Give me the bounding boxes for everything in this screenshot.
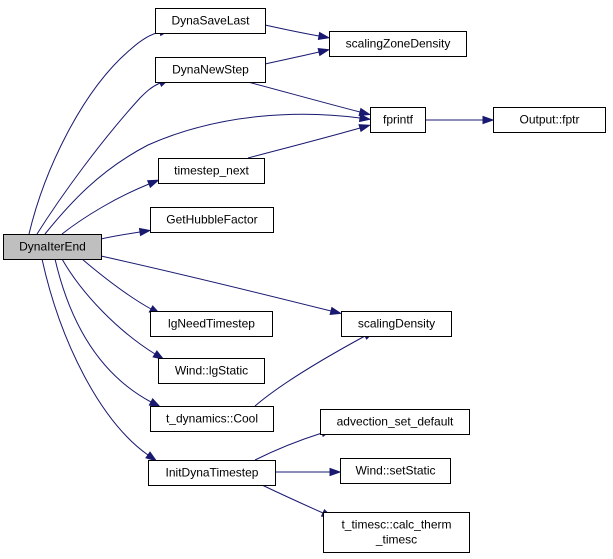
node-label: fprintf	[383, 113, 414, 127]
node-label: scalingZoneDensity	[346, 37, 451, 51]
node-box[interactable]	[155, 57, 266, 83]
node-label: Wind::setStatic	[355, 464, 435, 478]
edge-arrowhead	[148, 398, 162, 408]
edge-fprintf-to-Output_fptr	[425, 115, 495, 125]
node-box[interactable]	[150, 311, 273, 337]
edge-t_dynamics_Cool-to-scalingDensity	[254, 330, 376, 407]
node-advection_set_default[interactable]: advection_set_default	[320, 409, 470, 435]
node-lgNeedTimestep[interactable]: lgNeedTimestep	[150, 311, 273, 337]
edge-timestep_next-to-fprintf	[247, 124, 372, 159]
node-label: advection_set_default	[337, 415, 454, 429]
node-box[interactable]	[341, 311, 452, 337]
node-label: Output::fptr	[519, 113, 579, 127]
node-box[interactable]	[150, 207, 274, 233]
edge-line	[28, 31, 161, 235]
node-label: t_timesc::calc_therm	[341, 518, 451, 532]
edge-line	[100, 231, 141, 240]
node-box[interactable]	[158, 358, 265, 384]
edge-DynaIterEnd-to-t_dynamics_Cool	[54, 258, 162, 408]
edge-DynaNewStep-to-fprintf	[247, 81, 372, 116]
node-GetHubbleFactor[interactable]: GetHubbleFactor	[150, 207, 274, 233]
edge-line	[247, 127, 361, 159]
node-label: GetHubbleFactor	[166, 213, 257, 227]
node-label: DynaSaveLast	[171, 14, 250, 28]
edge-arrowhead	[329, 306, 343, 315]
node-label: scalingDensity	[358, 317, 435, 331]
edge-arrowhead	[317, 31, 331, 41]
edge-line	[61, 183, 150, 235]
node-label: DynaIterEnd	[19, 240, 86, 254]
node-t_dynamics_Cool[interactable]: t_dynamics::Cool	[150, 406, 274, 432]
edge-InitDynaTimestep-to-t_timesc_calc	[261, 484, 334, 518]
edge-DynaIterEnd-to-timestep_next	[61, 179, 160, 235]
edge-DynaIterEnd-to-Wind_lgStatic	[61, 258, 165, 361]
edge-line	[100, 255, 332, 312]
edge-line	[261, 484, 324, 514]
edge-arrowhead	[317, 48, 331, 57]
edge-arrowhead	[358, 113, 372, 123]
edge-arrowhead	[146, 179, 160, 189]
edge-line	[247, 81, 361, 113]
edge-arrowhead	[329, 467, 342, 477]
edge-line	[61, 258, 156, 355]
node-label: t_dynamics::Cool	[166, 412, 258, 426]
edges-layer	[28, 24, 495, 518]
node-label: InitDynaTimestep	[166, 466, 259, 480]
node-label: Wind::lgStatic	[175, 364, 248, 378]
node-box[interactable]	[3, 234, 102, 260]
node-box[interactable]	[148, 460, 276, 486]
node-DynaNewStep[interactable]: DynaNewStep	[155, 57, 266, 83]
edge-arrowhead	[358, 107, 372, 116]
edge-line	[36, 82, 161, 235]
node-timestep_next[interactable]: timestep_next	[158, 158, 265, 184]
edge-DynaSaveLast-to-scalingZoneDensity	[264, 24, 331, 41]
node-scalingZoneDensity[interactable]: scalingZoneDensity	[329, 31, 467, 57]
node-t_timesc_calc[interactable]: t_timesc::calc_therm_timesc	[323, 512, 470, 553]
node-InitDynaTimestep[interactable]: InitDynaTimestep	[148, 460, 276, 486]
edge-line	[264, 24, 320, 37]
node-Wind_lgStatic[interactable]: Wind::lgStatic	[158, 358, 265, 384]
edge-DynaIterEnd-to-scalingDensity	[100, 255, 343, 315]
edge-line	[81, 258, 152, 310]
edge-DynaIterEnd-to-InitDynaTimestep	[41, 258, 158, 462]
node-scalingDensity[interactable]: scalingDensity	[341, 311, 452, 337]
node-DynaSaveLast[interactable]: DynaSaveLast	[155, 8, 266, 34]
node-box[interactable]	[340, 458, 451, 484]
edge-DynaIterEnd-to-lgNeedTimestep	[81, 258, 162, 315]
edge-line	[44, 113, 361, 235]
node-label: lgNeedTimestep	[168, 317, 255, 331]
node-box[interactable]	[329, 31, 467, 57]
node-box[interactable]	[370, 107, 426, 133]
node-label: _timesc	[375, 533, 417, 547]
node-fprintf[interactable]: fprintf	[370, 107, 426, 133]
node-DynaIterEnd[interactable]: DynaIterEnd	[3, 234, 102, 260]
edge-arrowhead	[358, 124, 372, 133]
edge-arrowhead	[482, 115, 495, 125]
node-box[interactable]	[493, 107, 606, 133]
node-box[interactable]	[158, 158, 265, 184]
edge-line	[54, 258, 152, 403]
node-label: DynaNewStep	[172, 63, 249, 77]
edge-InitDynaTimestep-to-Wind_setStatic	[275, 467, 342, 477]
edge-line	[264, 51, 320, 65]
edge-arrowhead	[138, 227, 152, 237]
node-label: timestep_next	[174, 164, 249, 178]
node-box[interactable]	[320, 409, 470, 435]
node-Wind_setStatic[interactable]: Wind::setStatic	[340, 458, 451, 484]
edge-line	[41, 258, 149, 456]
node-box[interactable]	[155, 8, 266, 34]
node-box[interactable]	[150, 406, 274, 432]
edge-arrowhead	[145, 451, 158, 462]
edge-line	[254, 335, 366, 407]
edge-DynaIterEnd-to-GetHubbleFactor	[100, 227, 152, 240]
edge-DynaIterEnd-to-fprintf	[44, 113, 372, 235]
edge-DynaIterEnd-to-DynaSaveLast	[28, 28, 172, 235]
node-Output_fptr[interactable]: Output::fptr	[493, 107, 606, 133]
edge-line	[254, 432, 323, 461]
edge-DynaNewStep-to-scalingZoneDensity	[264, 48, 331, 65]
edge-DynaIterEnd-to-DynaNewStep	[36, 78, 171, 235]
node-box[interactable]	[323, 512, 470, 553]
